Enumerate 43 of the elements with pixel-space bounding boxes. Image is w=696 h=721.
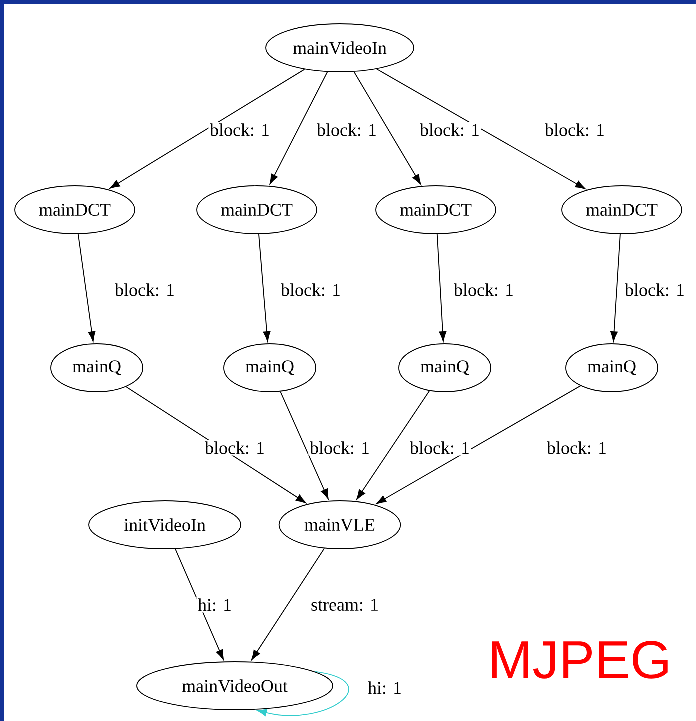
edge-label: block: 1 bbox=[310, 442, 369, 454]
arrow bbox=[376, 68, 586, 190]
arrow bbox=[251, 548, 326, 661]
edge-label: block: 1 bbox=[205, 442, 264, 454]
arrow bbox=[354, 72, 422, 185]
edge-label: block: 1 bbox=[625, 284, 684, 296]
arrow bbox=[258, 234, 271, 342]
arrow bbox=[175, 548, 224, 660]
arrow bbox=[110, 69, 306, 189]
arrow bbox=[270, 72, 328, 185]
edge-label: hi: 1 bbox=[198, 598, 231, 612]
arrow bbox=[436, 234, 447, 342]
edge-label: block: 1 bbox=[115, 284, 174, 296]
ellipse-node: mainDCT bbox=[14, 186, 136, 234]
edge-label: block: 1 bbox=[454, 284, 513, 296]
edge-label: block: 1 bbox=[210, 124, 269, 136]
edge-label: block: 1 bbox=[547, 442, 606, 454]
edge-label: block: 1 bbox=[410, 442, 469, 454]
ellipse-node: mainVideoOut bbox=[136, 662, 334, 710]
ellipse-node: initVideoIn bbox=[88, 500, 242, 550]
arrow bbox=[126, 386, 306, 504]
arrow bbox=[280, 391, 329, 500]
edge-label: block: 1 bbox=[317, 124, 376, 136]
arrow bbox=[610, 234, 621, 342]
ellipse-node: mainVideoIn bbox=[266, 24, 414, 72]
ellipse-node: mainQ bbox=[50, 344, 144, 392]
arrow bbox=[356, 390, 430, 500]
ellipse-node: mainQ bbox=[224, 344, 316, 392]
edge-label: stream: 1 bbox=[312, 598, 378, 612]
ellipse-node: mainQ bbox=[566, 344, 658, 392]
edge-label: block: 1 bbox=[545, 124, 604, 136]
ellipse-node: mainVLE bbox=[278, 500, 402, 550]
title-label: MJPEG bbox=[492, 641, 668, 679]
ellipse-node: mainDCT bbox=[562, 186, 682, 234]
ellipse-node: mainDCT bbox=[196, 186, 318, 234]
ellipse-node: mainQ bbox=[398, 344, 492, 392]
edge-label: block: 1 bbox=[420, 124, 479, 136]
edge-label: hi: 1 bbox=[368, 682, 401, 694]
ellipse-node: mainDCT bbox=[376, 186, 496, 234]
arrow bbox=[256, 671, 350, 716]
arrow bbox=[376, 386, 582, 504]
edge-label: block: 1 bbox=[281, 284, 340, 296]
arrow bbox=[78, 234, 96, 342]
